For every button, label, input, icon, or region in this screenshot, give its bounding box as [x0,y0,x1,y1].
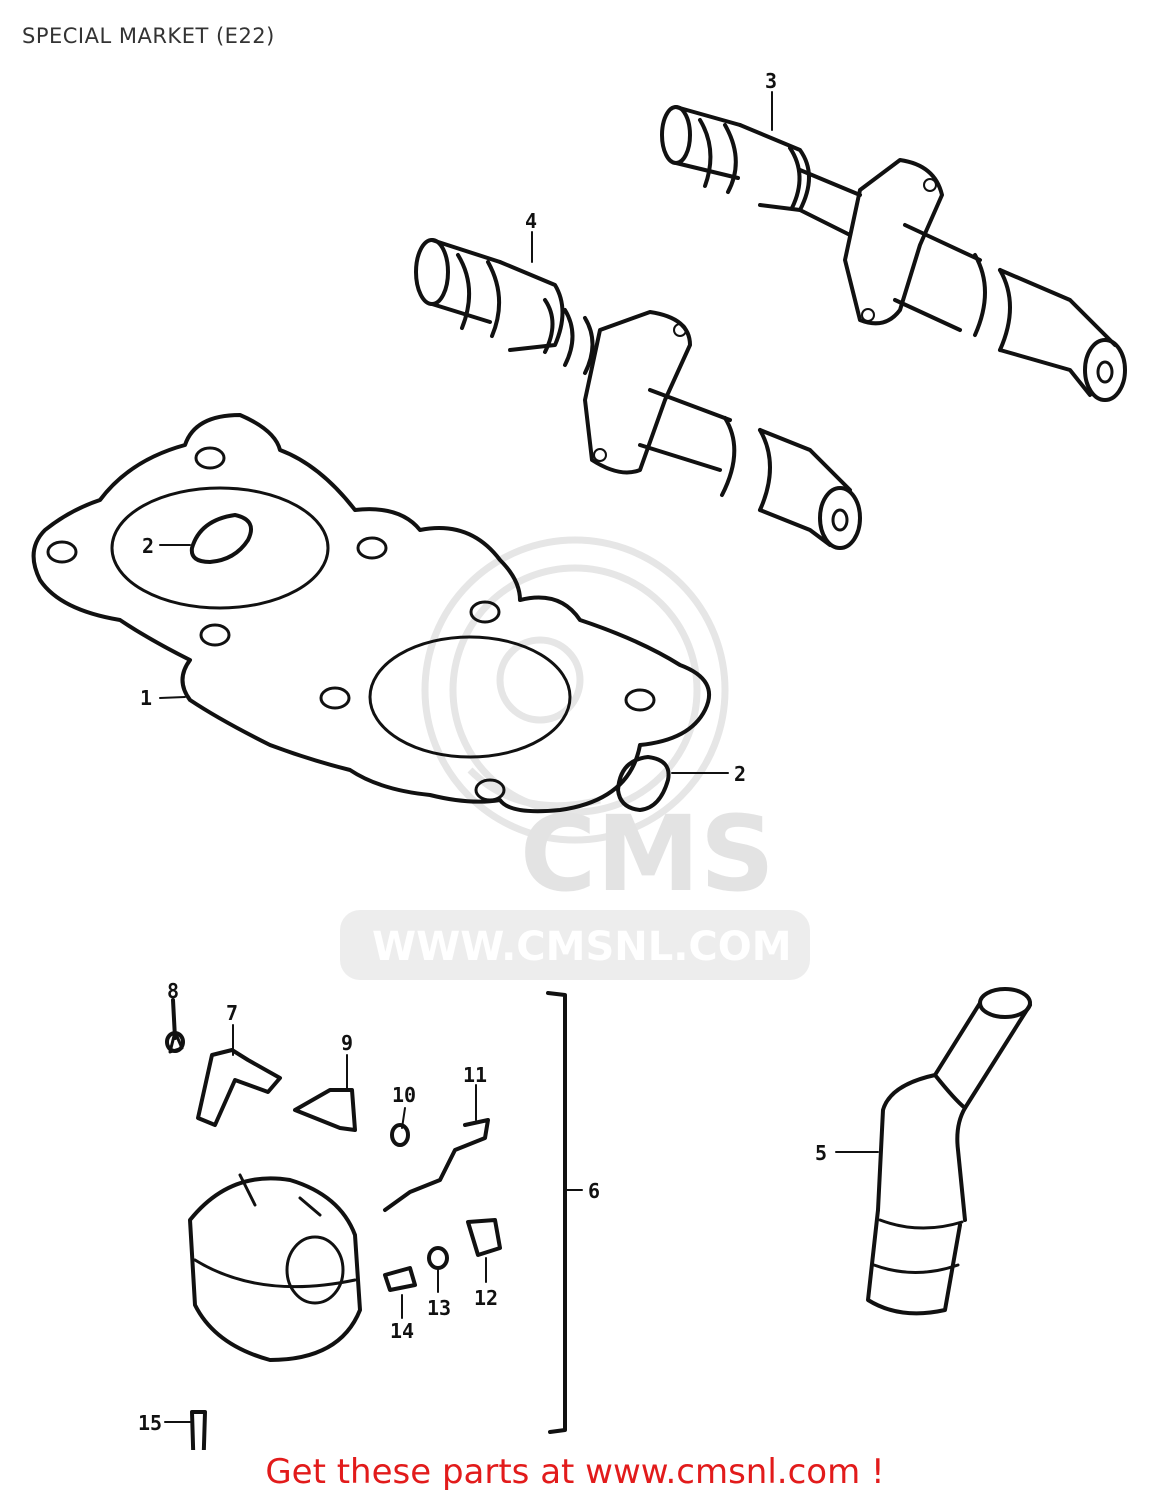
callout-2-upper: 2 [142,534,154,558]
o-ring-part-2-lower [616,755,671,812]
callout-12: 12 [474,1286,498,1310]
callout-7: 7 [226,1001,238,1025]
callout-2-lower: 2 [734,762,746,786]
watermark-url-bar [340,910,810,980]
callout-8: 8 [167,979,179,1003]
breather-cover-assembly-part-6 [165,991,567,1450]
gasket-part-1 [31,413,711,814]
callout-9: 9 [341,1031,353,1055]
callout-6: 6 [588,1179,600,1203]
get-parts-link[interactable]: Get these parts at www.cmsnl.com ! [265,1452,885,1492]
leader-lines [159,91,879,1423]
camshaft-part-4 [414,238,862,550]
watermark-brand: CMS [520,793,775,915]
o-ring-part-2-upper [189,513,253,564]
callout-15: 15 [138,1411,162,1435]
callout-labels: 1 2 2 3 4 5 6 7 8 9 10 11 12 13 14 15 [138,69,827,1435]
cms-watermark: CMS WWW.CMSNL.COM [340,536,810,980]
camshaft-part-3 [660,105,1127,402]
parts-diagram: CMS WWW.CMSNL.COM [31,69,1127,1450]
page-title: SPECIAL MARKET (E22) [22,24,275,48]
watermark-url: WWW.CMSNL.COM [372,924,792,970]
callout-4: 4 [525,209,537,233]
callout-13: 13 [427,1296,451,1320]
callout-1: 1 [140,686,152,710]
callout-3: 3 [765,69,777,93]
breather-hose-part-5 [866,987,1032,1316]
callout-5: 5 [815,1141,827,1165]
callout-10: 10 [392,1083,416,1107]
callout-11: 11 [463,1063,487,1087]
callout-14: 14 [390,1319,414,1343]
